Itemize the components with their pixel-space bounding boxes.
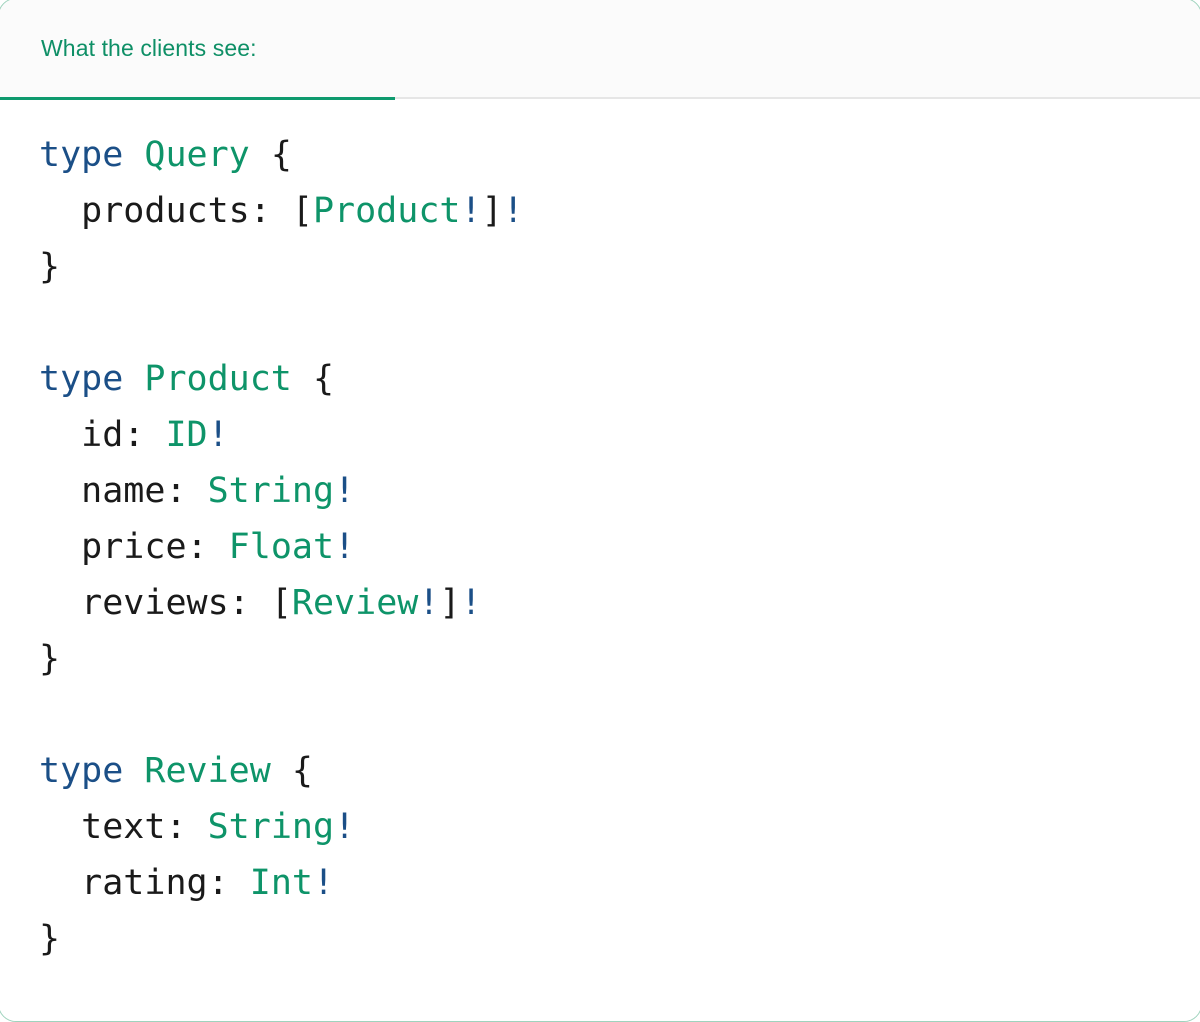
code-token-plain (292, 359, 313, 399)
tab-bar: What the clients see: (0, 0, 1200, 100)
code-token-plain (208, 527, 229, 567)
code-token-bang: ! (334, 471, 356, 511)
code-token-punc: : (207, 863, 229, 903)
code-token-plain (39, 191, 81, 231)
code-token-type: Product (144, 359, 292, 399)
code-line: type Review { (39, 751, 313, 791)
code-token-field: reviews (81, 583, 229, 623)
code-line: } (39, 919, 60, 959)
code-token-punc: : (165, 807, 187, 847)
code-token-plain (123, 751, 144, 791)
code-token-punc: } (39, 639, 61, 679)
code-viewer[interactable]: type Query { products: [Product!]! } typ… (0, 99, 1200, 1021)
code-token-field: id (81, 415, 124, 455)
code-token-plain (39, 415, 81, 455)
code-token-punc: { (270, 135, 292, 175)
code-line: } (39, 639, 60, 679)
code-token-type: Query (144, 135, 250, 175)
code-token-punc: : (249, 191, 271, 231)
code-line: type Query { (39, 135, 292, 175)
code-token-punc: : (186, 527, 208, 567)
code-token-type: Review (144, 751, 271, 791)
code-token-plain (271, 751, 292, 791)
code-token-bang: ! (502, 191, 524, 231)
code-token-plain (271, 191, 292, 231)
code-token-bang: ! (460, 583, 482, 623)
code-token-punc: { (312, 359, 335, 399)
code-token-punc: : (165, 471, 187, 511)
code-token-plain (187, 471, 208, 511)
code-token-bang: ! (207, 415, 229, 455)
code-token-type: Int (249, 863, 313, 903)
graphql-schema-code: type Query { products: [Product!]! } typ… (39, 127, 1200, 967)
code-token-kw: type (39, 359, 124, 399)
code-line: products: [Product!]! (39, 191, 524, 231)
code-token-bang: ! (460, 191, 482, 231)
code-token-plain (39, 863, 81, 903)
code-token-plain (250, 583, 271, 623)
code-token-plain (39, 471, 81, 511)
code-line: reviews: [Review!]! (39, 583, 482, 623)
code-token-field: rating (81, 863, 208, 903)
code-token-punc: : (123, 415, 145, 455)
code-token-kw: type (39, 751, 124, 791)
code-token-punc: ] (439, 583, 461, 623)
code-line: name: String! (39, 471, 355, 511)
code-token-field: price (81, 527, 187, 567)
code-token-type: String (207, 471, 335, 511)
code-token-type: Float (228, 527, 335, 567)
code-token-punc: : (228, 583, 250, 623)
code-token-type: Review (291, 583, 419, 623)
code-token-plain (144, 415, 165, 455)
code-token-plain (250, 135, 271, 175)
code-token-bang: ! (418, 583, 440, 623)
code-token-plain (39, 583, 81, 623)
code-token-kw: type (39, 135, 124, 175)
code-token-plain (229, 863, 250, 903)
code-line: type Product { (39, 359, 334, 399)
code-line: text: String! (39, 807, 355, 847)
code-token-plain (123, 359, 144, 399)
code-token-plain (39, 527, 81, 567)
code-token-punc: [ (270, 583, 292, 623)
tab-label: What the clients see: (41, 34, 257, 61)
code-token-field: name (81, 471, 166, 511)
code-token-punc: [ (291, 191, 313, 231)
code-line: price: Float! (39, 527, 355, 567)
code-line: } (39, 247, 60, 287)
code-token-bang: ! (334, 807, 356, 847)
code-token-plain (39, 807, 81, 847)
tab-what-the-clients-see[interactable]: What the clients see: (0, 0, 395, 100)
code-token-punc: ] (481, 191, 503, 231)
code-token-field: text (81, 807, 166, 847)
code-token-type: Product (312, 191, 461, 231)
code-token-bang: ! (334, 527, 356, 567)
code-token-punc: { (291, 751, 313, 791)
code-line: rating: Int! (39, 863, 334, 903)
code-token-punc: } (39, 919, 61, 959)
code-token-type: String (207, 807, 335, 847)
code-token-field: products (81, 191, 250, 231)
code-line: id: ID! (39, 415, 229, 455)
code-token-punc: } (39, 247, 61, 287)
code-token-bang: ! (312, 863, 335, 903)
code-token-plain (187, 807, 208, 847)
code-token-plain (123, 135, 144, 175)
code-token-type: ID (165, 415, 208, 455)
